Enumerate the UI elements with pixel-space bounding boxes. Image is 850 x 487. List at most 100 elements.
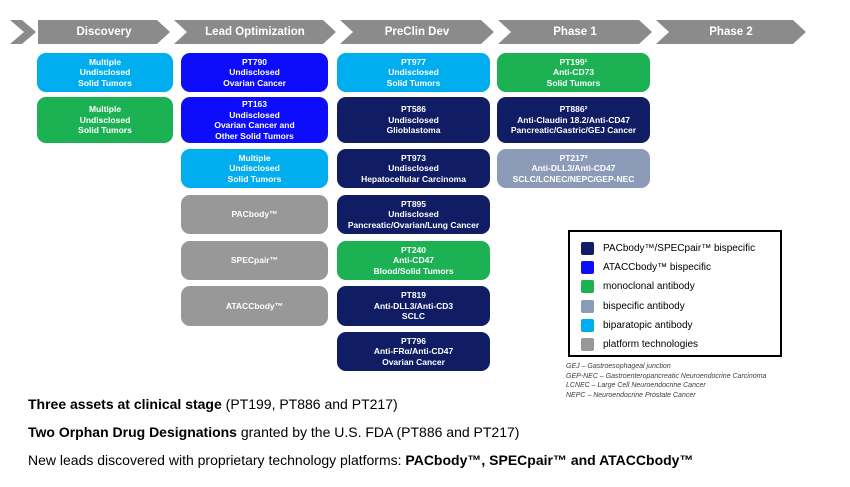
pipeline-box-line: ATACCbody™ (225, 300, 284, 311)
summary-bold-text: Three assets at clinical stage (28, 396, 222, 412)
summary-text: New leads discovered with proprietary te… (28, 452, 406, 468)
phase-arrow-lead-optimization: Lead Optimization (174, 20, 336, 44)
pipeline-box-line: PT240 (400, 244, 427, 255)
legend-swatch-icon (581, 242, 594, 256)
pipeline-box-line: PT895 (400, 198, 427, 209)
pipeline-box-line: Multiple (238, 152, 271, 163)
phase-arrow-phase-1: Phase 1 (498, 20, 652, 44)
pipeline-box-line: Solid Tumors (546, 77, 601, 88)
phase-arrow-discovery: Discovery (38, 20, 170, 44)
legend-label: platform technologies (603, 339, 699, 351)
pipeline-box: PACbody™ (181, 195, 328, 234)
legend-label: biparatopic antibody (603, 319, 693, 331)
legend-label: ATACCbody™ bispecific (603, 262, 711, 274)
summary-line: New leads discovered with proprietary te… (28, 452, 693, 468)
legend-item: biparatopic antibody (570, 316, 780, 335)
pipeline-box-line: Undisclosed (388, 67, 439, 78)
phase-arrow-preclin-dev: PreClin Dev (340, 20, 494, 44)
pipeline-box-line: Undisclosed (229, 109, 280, 120)
pipeline-box-line: Multiple (88, 104, 122, 115)
phase-arrow-phase-2: Phase 2 (656, 20, 806, 44)
pipeline-box-line: Anti-CD47 (392, 255, 435, 266)
pipeline-box-line: Solid Tumors (227, 173, 282, 184)
legend-item: PACbody™/SPECpair™ bispecific (570, 239, 780, 258)
pipeline-box-line: Ovarian Cancer and (214, 120, 295, 130)
footnote-line: LCNEC – Large Cell Neuroendocrine Cancer (566, 382, 706, 390)
pipeline-box-line: PT819 (400, 290, 427, 301)
legend-label: monoclonal antibody (603, 281, 695, 293)
pipeline-box-line: Undisclosed (388, 163, 439, 174)
footnote-line: NEPC – Neuroendocrine Prostate Cancer (566, 391, 696, 399)
pipeline-box-line: Glioblastoma (386, 125, 441, 136)
legend-item: bispecific antibody (570, 297, 780, 316)
pipeline-box-line: Anti-DLL3/Anti-CD3 (373, 300, 454, 311)
pipeline-box-line: Undisclosed (79, 114, 131, 125)
pipeline-box-line: Other Solid Tumors (215, 130, 294, 141)
pipeline-box-line: Undisclosed (229, 67, 280, 78)
legend-label: PACbody™/SPECpair™ bispecific (603, 243, 756, 255)
pipeline-box-line: PT199¹ (559, 56, 588, 67)
legend-swatch-icon (581, 261, 594, 275)
pipeline-box-line: Ovarian Cancer (382, 356, 445, 367)
pipeline-box-line: PT886² (559, 104, 588, 115)
summary-text: granted by the U.S. FDA (PT886 and PT217… (236, 424, 520, 440)
pipeline-box: ATACCbody™ (181, 286, 328, 326)
pipeline-box-line: Pancreatic/Gastric/GEJ Cancer (510, 125, 637, 136)
pipeline-box-line: SPECpair™ (230, 255, 279, 266)
legend-swatch-icon (581, 299, 594, 313)
pipeline-box-line: PT586 (400, 104, 427, 115)
pipeline-box-line: Undisclosed (229, 163, 280, 174)
pipeline-box-line: Pancreatic/Ovarian/Lung Cancer (347, 219, 480, 230)
pipeline-box-line: SCLC (401, 311, 426, 322)
summary-bold-text: Two Orphan Drug Designations (28, 424, 237, 440)
pipeline-box-line: Solid Tumors (78, 77, 132, 88)
pipeline-box-line: PT790 (241, 56, 268, 67)
legend-swatch-icon (581, 338, 594, 352)
summary-bold-text: PACbody™, SPECpair™ and ATACCbody™ (405, 452, 694, 468)
legend-item: ATACCbody™ bispecific (570, 258, 780, 277)
summary-line: Two Orphan Drug Designations granted by … (28, 424, 519, 440)
phase-label: Phase 1 (553, 26, 597, 38)
footnote-line: GEJ – Gastroesophageal junction (566, 363, 671, 370)
pipeline-box: SPECpair™ (181, 241, 328, 280)
pipeline-box-line: Multiple (88, 56, 122, 67)
summary-line: Three assets at clinical stage (PT199, P… (28, 396, 398, 412)
phase-label: PreClin Dev (384, 26, 450, 38)
pipeline-box-line: PT973 (400, 152, 427, 163)
pipeline-box-line: Anti-FRα/Anti-CD47 (373, 346, 454, 357)
legend-label: bispecific antibody (603, 300, 685, 312)
pipeline-box-line: Anti-CD73 (552, 67, 595, 78)
pipeline-box-line: SCLC/LCNEC/NEPC/GEP-NEC (512, 173, 635, 184)
phase-label: Discovery (76, 26, 132, 38)
footnote-line: GEP-NEC – Gastroenteropancreatic Neuroen… (566, 372, 767, 380)
legend-item: platform technologies (570, 335, 780, 354)
summary-text: (PT199, PT886 and PT217) (221, 396, 398, 412)
legend-swatch-icon (581, 280, 594, 294)
pipeline-box-line: Anti-Claudin 18.2/Anti-CD47 (517, 114, 630, 125)
pipeline-box-line: Solid Tumors (386, 77, 441, 88)
pipeline-box-line: PT977 (400, 56, 427, 67)
pipeline-box-line: Undisclosed (79, 67, 131, 78)
pipeline-box-line: PT163 (241, 99, 268, 109)
pipeline-box-line: Undisclosed (388, 209, 439, 220)
legend-swatch-icon (581, 318, 594, 332)
chevron-arrow-icon (10, 20, 36, 44)
phase-label: Phase 2 (709, 26, 753, 38)
pipeline-box-line: Solid Tumors (78, 125, 132, 136)
pipeline-box-line: PACbody™ (231, 209, 278, 220)
